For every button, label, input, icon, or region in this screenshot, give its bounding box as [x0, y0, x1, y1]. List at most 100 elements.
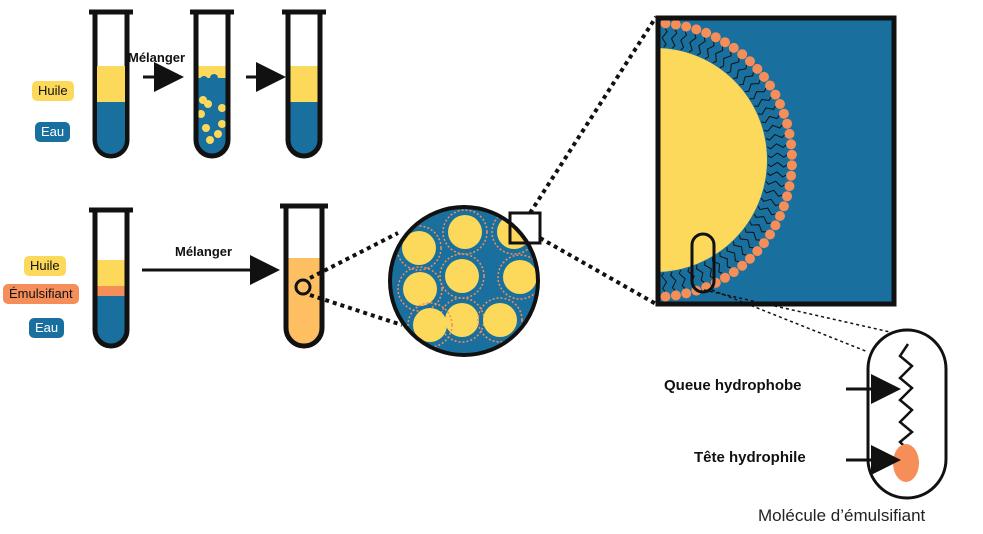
emulsifier-tail	[763, 124, 783, 132]
zoom-square-marker	[508, 211, 542, 245]
emulsifier-head	[782, 191, 793, 202]
emulsifier-tail	[695, 264, 705, 283]
emulsifier-head	[759, 238, 769, 249]
mix-label-bottom: Mélanger	[175, 244, 233, 259]
droplet	[214, 130, 222, 138]
oil-droplet	[483, 303, 517, 337]
emulsifier-tail	[704, 261, 714, 279]
tube-emulsion	[280, 203, 328, 349]
label-oil-top: Huile	[32, 81, 74, 101]
emulsifier-head	[778, 108, 789, 119]
emulsifier-tail	[739, 72, 754, 86]
emulsifier-head	[745, 253, 755, 264]
emulsifier-head	[701, 27, 712, 38]
droplet	[218, 104, 226, 112]
droplet	[200, 76, 208, 84]
hydrophilic-head	[893, 444, 919, 482]
emulsifier-tail	[749, 88, 767, 100]
emulsifier-tail	[688, 34, 697, 53]
oil-droplet	[445, 259, 479, 293]
droplet	[210, 74, 218, 82]
tube-oil-water-separated	[282, 9, 326, 159]
emulsifier-tail	[678, 269, 686, 289]
tail-label: Queue hydrophobe	[664, 377, 802, 394]
emulsifier-tail	[670, 29, 678, 49]
emulsifier-tail	[712, 46, 724, 64]
mix-label-top: Mélanger	[128, 50, 186, 65]
emulsifier-head	[786, 149, 797, 160]
zoom-circle-marker	[294, 278, 312, 296]
emulsifier-head	[786, 139, 797, 150]
emulsifier-tail	[733, 64, 747, 80]
emulsifier-tail	[719, 252, 732, 269]
tube-oil-emulsifier-water	[89, 207, 133, 349]
zoom-line-lower	[309, 293, 403, 327]
emulsion-magnified-circle	[388, 205, 542, 357]
emulsifier-tail	[661, 272, 668, 292]
label-water-bottom: Eau	[29, 318, 65, 338]
droplet	[199, 96, 207, 104]
emulsifier-head	[765, 229, 775, 240]
oil-droplet	[448, 215, 482, 249]
emulsifier-head	[786, 160, 797, 171]
emulsifier-tail	[767, 143, 787, 150]
emulsifier-head	[752, 63, 763, 74]
emulsifier-tail	[719, 52, 732, 69]
emulsifier-tail	[670, 271, 677, 291]
emulsifier-tail	[749, 221, 766, 233]
emulsifier-tail	[758, 105, 776, 116]
emulsion-droplets	[396, 209, 538, 348]
emulsifier-shell	[497, 254, 538, 300]
emulsifier-shell	[397, 266, 443, 312]
label-emulsifier: Émulsifiant	[3, 284, 79, 304]
droplet	[202, 124, 210, 132]
emulsifier-tail	[738, 235, 754, 249]
oil-water-droplets	[197, 74, 226, 144]
emulsifier-shell	[439, 253, 485, 299]
emulsifier-tail	[726, 247, 740, 263]
molecule-highlight	[690, 232, 716, 294]
emulsifier-head	[720, 272, 730, 283]
emulsifier-tail	[754, 96, 772, 107]
emulsifier-molecule	[866, 328, 948, 500]
tube-oil-water-before	[89, 9, 133, 159]
emulsifier-tail	[765, 180, 785, 188]
emulsifier-head	[737, 260, 748, 271]
oil-droplet-core	[658, 48, 767, 272]
emulsifier-tail	[704, 41, 715, 60]
emulsifier-head	[720, 37, 730, 48]
emulsifier-tail	[744, 228, 761, 241]
tube-mixed-droplets	[190, 9, 234, 159]
emulsifier-head	[775, 99, 785, 109]
emulsifier-head	[784, 128, 795, 139]
emulsifier-head	[770, 220, 781, 231]
emulsifier-tail	[680, 31, 688, 51]
emulsifier-tail	[767, 152, 788, 159]
emulsifier-layer	[658, 18, 797, 302]
oil-droplet	[402, 231, 436, 265]
emulsifier-head	[710, 32, 721, 43]
emulsifier-head	[681, 288, 692, 299]
droplet	[210, 114, 218, 122]
emulsifier-tail	[661, 28, 668, 48]
droplet	[206, 136, 214, 144]
emulsifier-head	[691, 24, 702, 35]
emulsifier-head	[765, 80, 775, 91]
oil-droplet	[445, 303, 479, 337]
emulsifier-tail	[760, 197, 780, 207]
emulsifier-head	[660, 291, 671, 302]
emulsifier-shell	[442, 209, 488, 255]
emulsifier-tail	[744, 79, 761, 92]
droplet	[218, 120, 226, 128]
zoom-line-molecule-lower	[711, 289, 869, 353]
emulsifier-tail	[766, 171, 787, 178]
zoom-line-molecule-upper	[703, 289, 891, 333]
emulsifier-tail	[732, 241, 747, 256]
emulsifier-tail	[763, 189, 783, 197]
head-label: Tête hydrophile	[694, 449, 806, 466]
emulsifier-head	[759, 71, 769, 82]
oil-droplet	[403, 272, 437, 306]
emulsifier-head	[782, 118, 793, 129]
emulsifier-head	[778, 201, 789, 212]
